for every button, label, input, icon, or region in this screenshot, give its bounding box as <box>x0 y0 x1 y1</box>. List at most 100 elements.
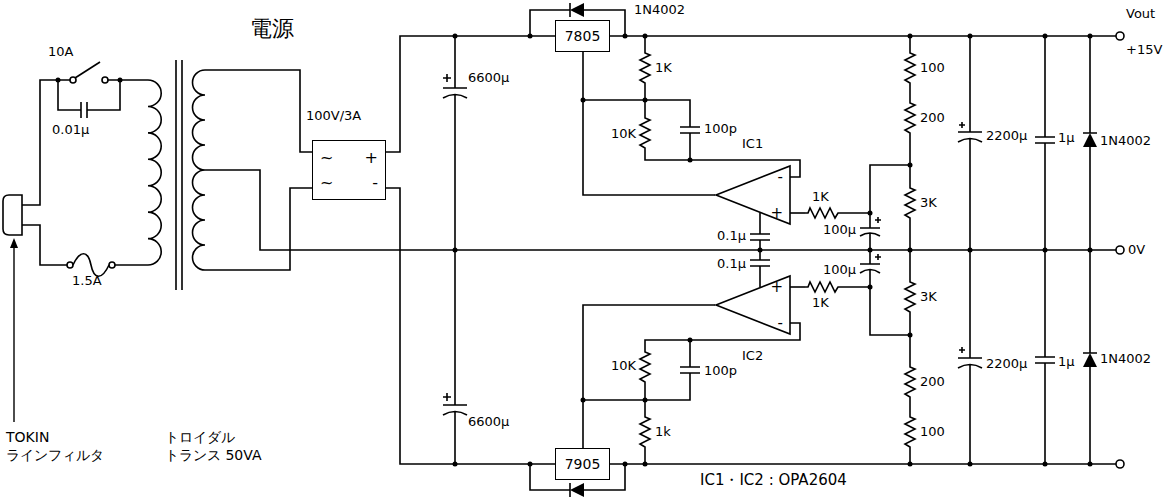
label-holder: +15V <box>1126 42 1162 58</box>
label-holder: 0.01μ <box>52 122 89 138</box>
supply-wiring <box>1083 36 1097 250</box>
part-value: IC2 <box>742 348 763 363</box>
label-holder: 100μ <box>823 222 856 238</box>
supply-wiring <box>841 165 910 213</box>
part-value: 100p <box>704 121 737 136</box>
wire-connector <box>583 305 715 448</box>
supply-wiring <box>875 254 881 260</box>
part-value: 1.5A <box>72 273 102 288</box>
opamp-outline <box>716 166 790 224</box>
diode-symbol <box>570 3 1097 497</box>
transformer-symbol <box>176 60 182 290</box>
part-value: 100μ <box>823 222 856 237</box>
label-holder: IC1・IC2 : OPA2604 <box>700 471 847 490</box>
mains-wiring <box>81 102 87 118</box>
terminal-mark: + <box>365 150 378 166</box>
label-holder: 200 <box>920 110 945 126</box>
label-holder: 1k <box>655 424 671 440</box>
label-holder: 100μ <box>823 262 856 278</box>
part-value: 10K <box>611 126 636 141</box>
supply-wiring <box>443 74 451 82</box>
supply-wiring <box>905 414 915 450</box>
supply-wiring <box>443 393 451 401</box>
junction-dot <box>643 34 648 39</box>
diode-symbol <box>570 483 584 497</box>
part-value: 1μ <box>1058 354 1075 369</box>
label-holder: 100p <box>704 363 737 379</box>
mains-wiring <box>109 262 115 268</box>
label-holder: 1K <box>655 60 672 76</box>
junction-dot <box>908 34 913 39</box>
transformer-symbol <box>205 70 312 152</box>
label-holder: IC2 <box>742 348 763 364</box>
supply-wiring <box>905 364 915 400</box>
leader-line <box>13 246 14 422</box>
text-holder: ~+~- <box>313 141 385 199</box>
supply-wiring <box>805 208 841 218</box>
mains-wiring <box>30 225 67 265</box>
supply-wiring <box>640 50 650 86</box>
label-holder: 10K <box>611 358 636 374</box>
supply-wiring <box>909 86 911 100</box>
junction-dot <box>968 462 973 467</box>
supply-wiring <box>909 221 911 250</box>
part-value: 1N4002 <box>1100 133 1151 148</box>
junction-dot <box>968 248 973 253</box>
part-value: 100V/3A <box>306 108 361 123</box>
label-holder: 100p <box>704 121 737 137</box>
opamp-outline <box>716 276 790 334</box>
supply-wiring <box>805 282 841 292</box>
part-value: 100 <box>920 424 945 439</box>
supply-wiring <box>909 315 911 364</box>
supply-wiring <box>905 185 915 221</box>
label-holder: 200 <box>920 374 945 390</box>
label-holder: 3K <box>920 195 937 211</box>
part-value: 1K <box>812 189 829 204</box>
label-holder: 2200μ <box>986 356 1027 372</box>
mains-wiring <box>102 77 108 83</box>
supply-wiring <box>790 286 805 288</box>
junction-dot <box>623 34 628 39</box>
junction-dot <box>908 248 913 253</box>
part-value: 200 <box>920 110 945 125</box>
supply-wiring <box>583 399 645 401</box>
part-value: 6600μ <box>468 70 509 85</box>
junction-dot <box>1088 248 1093 253</box>
part-value: 1N4002 <box>1100 351 1151 366</box>
junction-dot <box>623 462 628 467</box>
mains-wiring <box>115 264 148 266</box>
label-holder: 1N4002 <box>1100 133 1151 149</box>
output-terminal <box>1116 32 1124 40</box>
part-value: +15V <box>1126 42 1162 57</box>
supply-wiring <box>841 287 910 335</box>
label-holder: 1μ <box>1058 130 1075 146</box>
supply-wiring <box>860 213 880 250</box>
diode-symbol <box>1083 133 1097 147</box>
label-holder: トロイダル トランス 50VA <box>165 428 277 464</box>
junction-dot <box>643 98 648 103</box>
supply-wiring <box>1083 250 1097 464</box>
label-holder: 6600μ <box>468 70 509 86</box>
regulator-ic: 7805 <box>555 20 610 52</box>
label-holder: 0.1μ <box>717 256 746 272</box>
part-value: 200 <box>920 374 945 389</box>
part-value: TOKIN ラインフィルタ <box>6 429 104 463</box>
part-value: 1μ <box>1058 130 1075 145</box>
terminal-mark: ~ <box>320 150 349 166</box>
label-holder: IC1 <box>742 136 763 152</box>
diode-symbol <box>1083 353 1097 367</box>
part-value: 1K <box>655 60 672 75</box>
part-value: IC1 <box>742 136 763 151</box>
supply-wiring <box>959 347 965 353</box>
part-value: Vout <box>1126 6 1155 21</box>
junction-dot <box>643 398 648 403</box>
rectifier-bridge: ~+~- <box>312 140 386 200</box>
text-holder: 7805 <box>556 21 609 51</box>
part-value: 3K <box>920 289 937 304</box>
supply-wiring <box>645 340 700 400</box>
supply-wiring <box>750 250 770 287</box>
junction-dot <box>868 211 873 216</box>
title-text: 電源 <box>250 16 294 41</box>
label-holder: 10K <box>611 126 636 142</box>
label-holder: 100 <box>920 60 945 76</box>
